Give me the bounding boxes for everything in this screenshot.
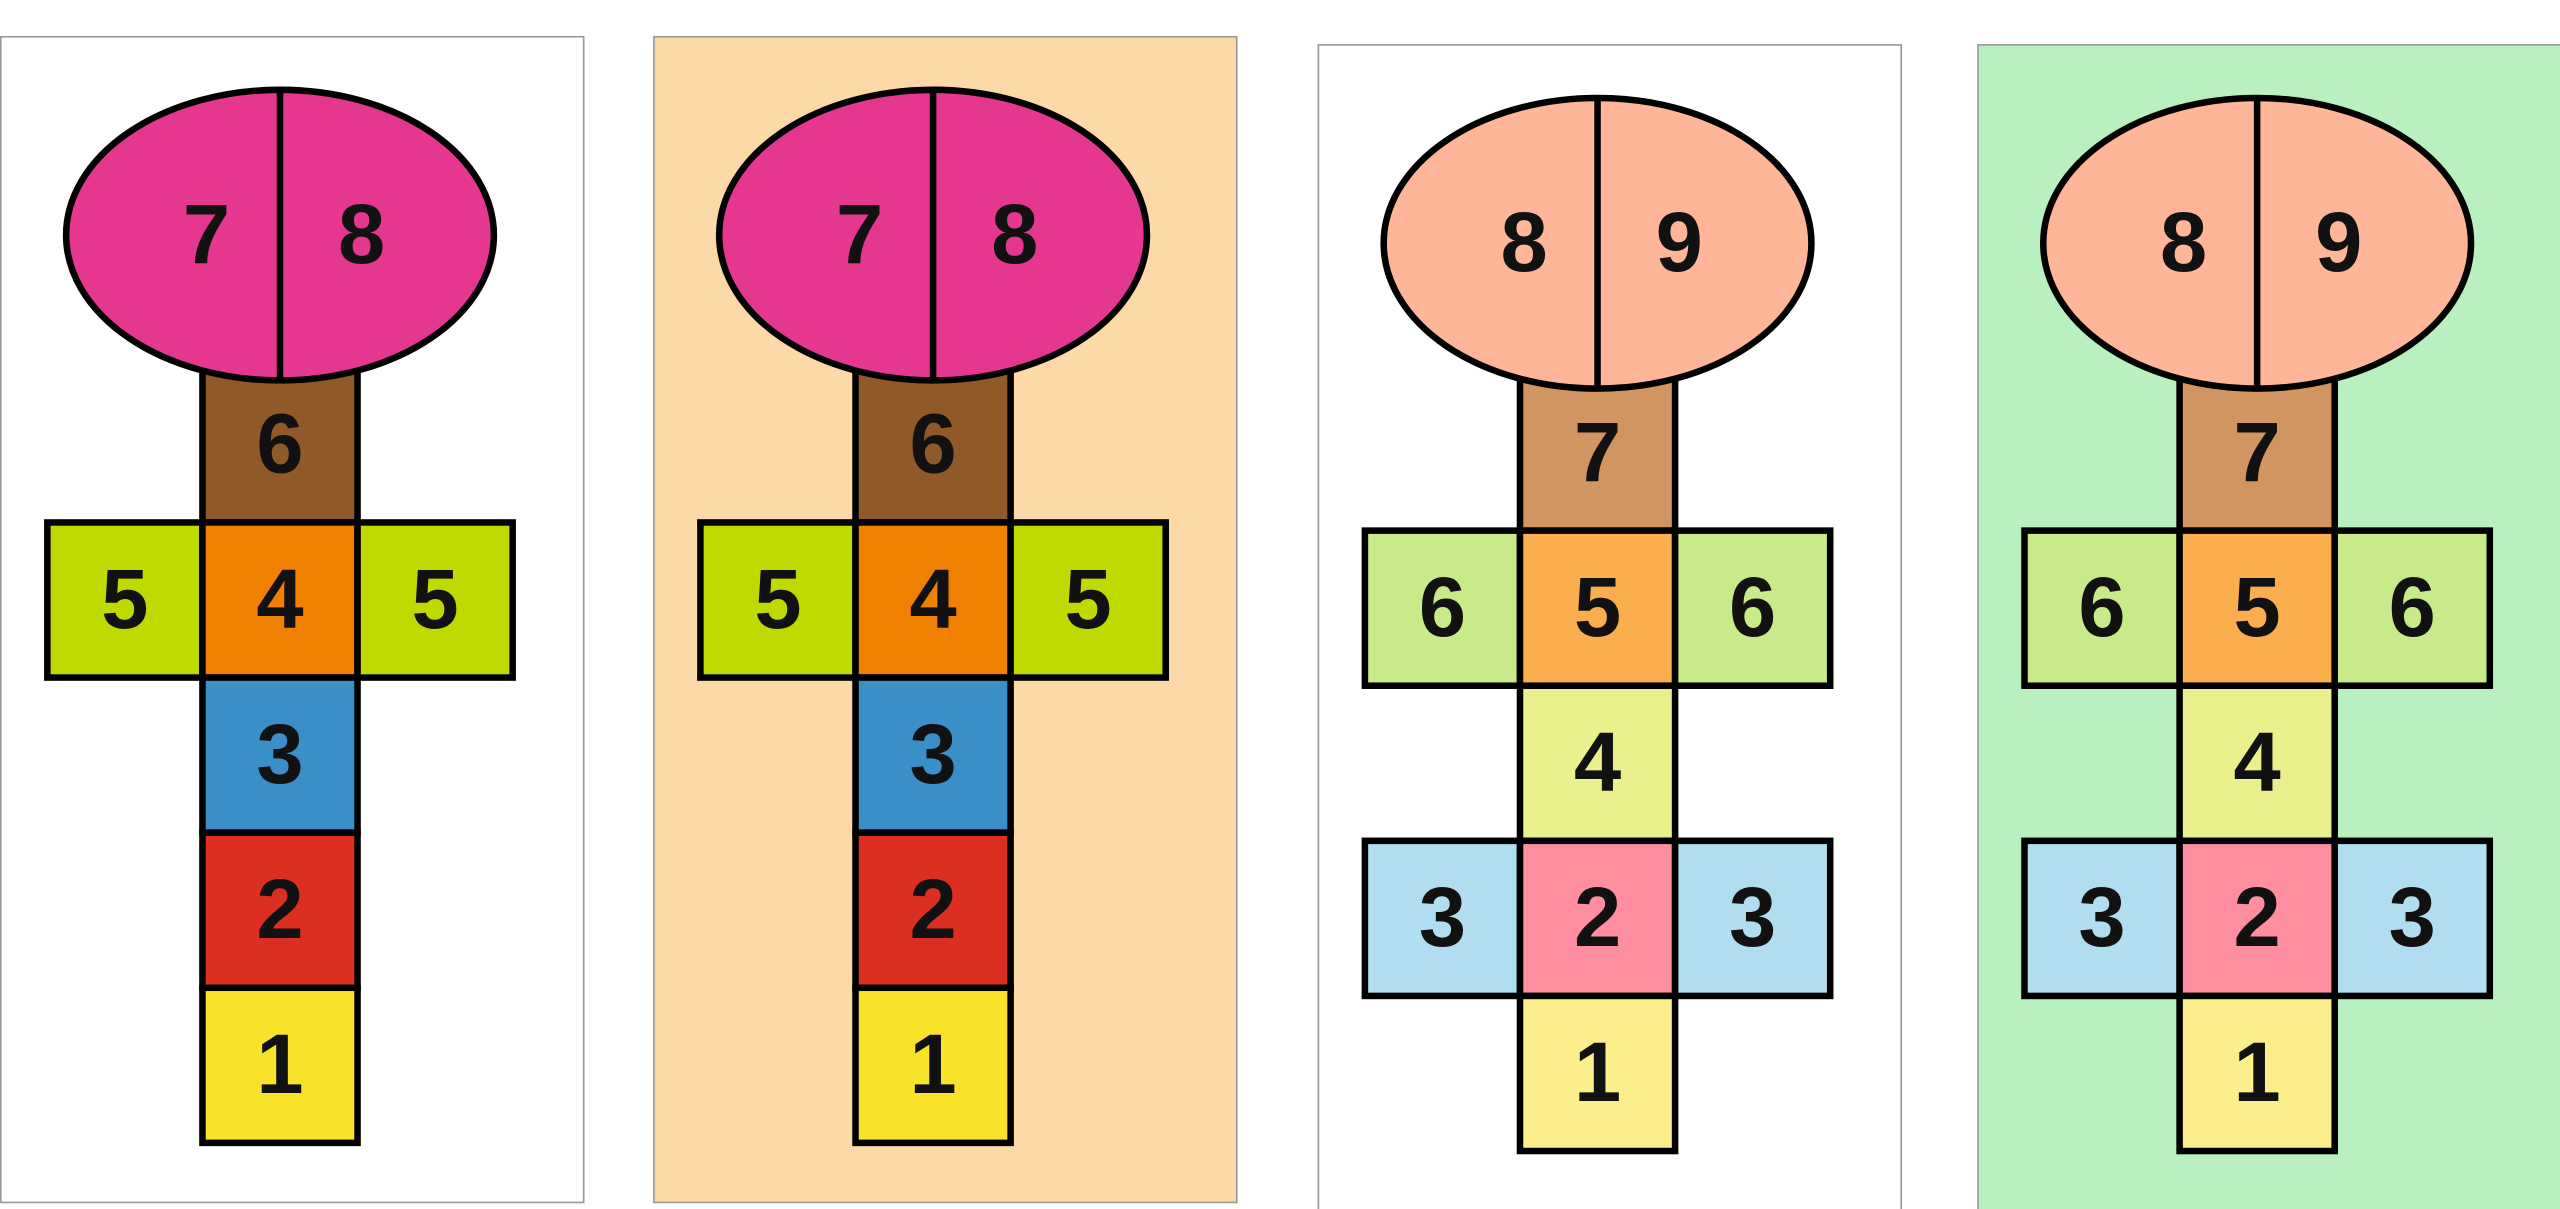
hopscotch-square: 1 [852,984,1014,1147]
cell-number: 2 [256,861,303,956]
hopscotch-square: 6 [2021,527,2183,689]
cell-number: 3 [256,706,303,801]
cell-number: 4 [2234,714,2281,809]
cell-number: 5 [411,551,458,646]
cell-number: 6 [2389,559,2436,654]
cell-number: 7 [183,186,230,281]
cell-number: 6 [1729,559,1776,654]
cell-number: 4 [1574,714,1621,809]
hopscotch-square: 2 [199,829,361,992]
cell-number: 5 [1574,559,1621,654]
cell-number: 5 [1065,551,1112,646]
hopscotch-square: 1 [2176,992,2338,1155]
cell-number: 6 [909,396,956,491]
cell-number: 7 [836,186,883,281]
cell-number: 2 [1574,869,1621,964]
square-shape [852,519,1014,681]
cell-number: 1 [1574,1024,1621,1119]
cell-number: 9 [1656,194,1703,289]
square-shape [354,519,516,681]
square-shape [852,984,1014,1147]
cell-number: 3 [1729,869,1776,964]
hopscotch-square: 7 [2176,372,2338,534]
square-shape [1007,519,1169,681]
hopscotch-square: 5 [697,519,859,681]
hopscotch-square: 2 [852,829,1014,992]
hopscotch-square: 4 [2176,682,2338,845]
hopscotch-square: 3 [1361,837,1524,1000]
hopscotch-square: 4 [1516,682,1679,845]
hopscotch-square: 7 [1516,372,1679,534]
square-shape [697,519,859,681]
hopscotch-square: 2 [1516,837,1679,1000]
cell-number: 6 [1419,559,1466,654]
hopscotch-square: 4 [852,519,1014,681]
hopscotch-square: 6 [852,364,1014,526]
cell-number: 7 [2234,404,2281,499]
square-shape [2021,527,2183,689]
hopscotch-square: 3 [1671,837,1834,1000]
hopscotch-square: 3 [2331,837,2494,1000]
cell-number: 3 [2078,869,2125,964]
hopscotch-square: 3 [199,674,361,836]
cell-number: 4 [256,551,303,646]
square-shape [199,984,361,1147]
hopscotch-square: 1 [1516,992,1679,1155]
hopscotch-square: 4 [199,519,361,681]
hopscotch-square: 5 [44,519,206,681]
cell-number: 6 [256,396,303,491]
cell-number: 4 [909,551,956,646]
cell-number: 8 [2160,194,2207,289]
cell-number: 1 [256,1016,303,1111]
hopscotch-square: 3 [852,674,1014,836]
cell-number: 1 [2234,1024,2281,1119]
hopscotch-square: 6 [199,364,361,526]
cell-number: 1 [909,1016,956,1111]
hopscotch-square: 1 [199,984,361,1147]
cell-number: 2 [2234,869,2281,964]
hopscotch-square: 5 [2176,527,2338,689]
square-shape [1671,527,1834,689]
square-shape [2176,372,2338,534]
cell-number: 9 [2315,194,2362,289]
square-shape [1516,992,1679,1155]
hopscotch-square: 5 [1516,527,1679,689]
cell-number: 5 [754,551,801,646]
square-shape [1671,837,1834,1000]
cell-number: 2 [909,861,956,956]
hopscotch-square: 3 [2021,837,2183,1000]
hopscotch-square: 6 [1361,527,1524,689]
hopscotch-square: 2 [2176,837,2338,1000]
cell-number: 5 [101,551,148,646]
hopscotch-square: 6 [2331,527,2494,689]
cell-number: 8 [1500,194,1547,289]
cell-number: 5 [2234,559,2281,654]
square-shape [2331,837,2494,1000]
square-shape [199,674,361,836]
cell-number: 6 [2078,559,2125,654]
cell-number: 3 [1419,869,1466,964]
square-shape [852,674,1014,836]
square-shape [44,519,206,681]
cell-number: 3 [909,706,956,801]
square-shape [2176,992,2338,1155]
square-shape [1361,527,1524,689]
cell-number: 7 [1574,404,1621,499]
hopscotch-square: 5 [1007,519,1169,681]
cell-number: 3 [2389,869,2436,964]
square-shape [1516,372,1679,534]
square-shape [2331,527,2494,689]
cell-number: 8 [338,186,385,281]
hopscotch-square: 5 [354,519,516,681]
hopscotch-square: 6 [1671,527,1834,689]
cell-number: 8 [991,186,1038,281]
